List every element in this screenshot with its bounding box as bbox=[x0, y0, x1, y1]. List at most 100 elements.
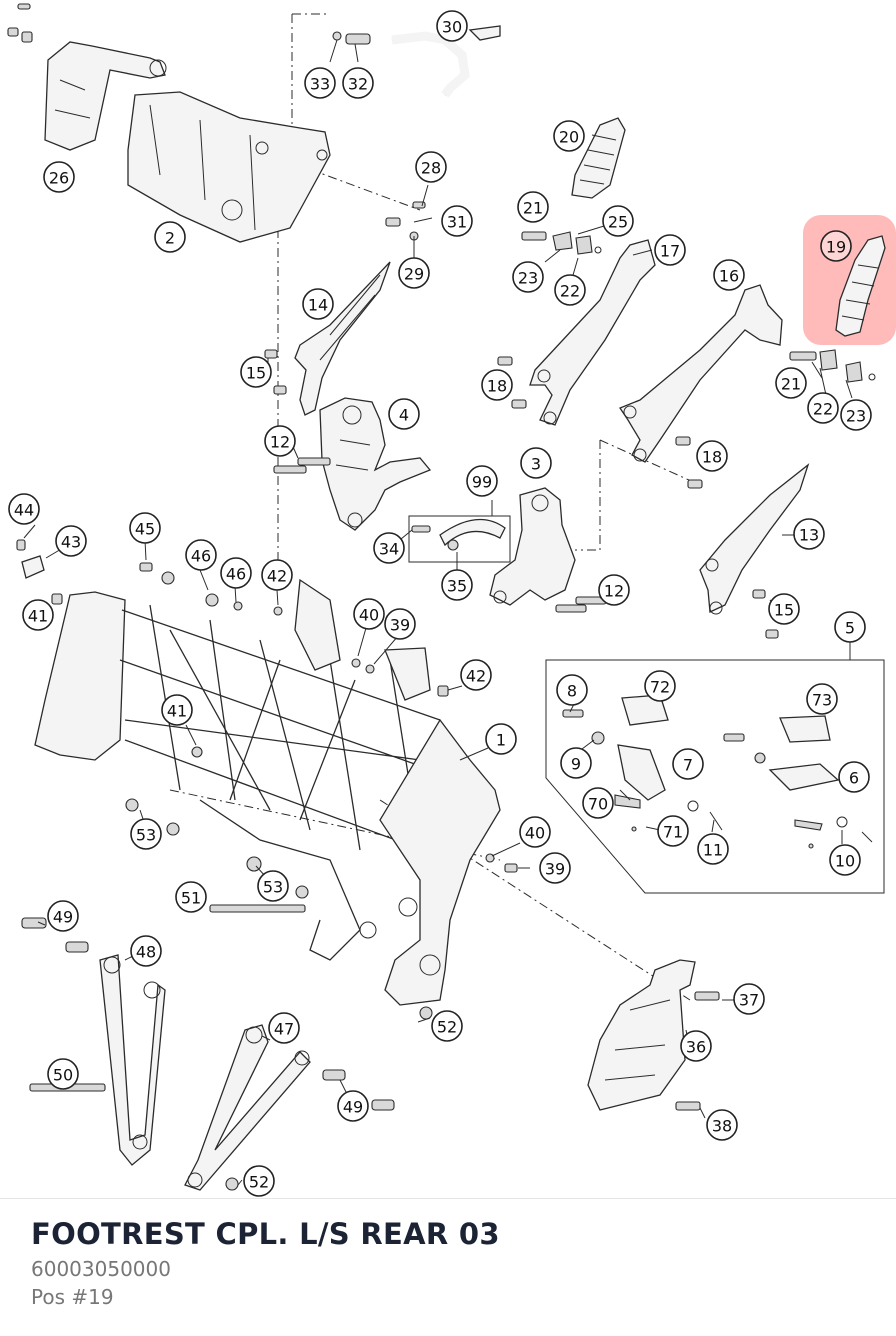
callout-35[interactable]: 35 bbox=[441, 569, 473, 601]
callout-4[interactable]: 4 bbox=[388, 398, 420, 430]
callout-73[interactable]: 73 bbox=[806, 683, 838, 715]
callout-12[interactable]: 12 bbox=[264, 425, 296, 457]
callout-49[interactable]: 49 bbox=[47, 900, 79, 932]
callout-23[interactable]: 23 bbox=[840, 399, 872, 431]
callout-36[interactable]: 36 bbox=[680, 1030, 712, 1062]
callout-label: 21 bbox=[781, 375, 801, 394]
callout-46[interactable]: 46 bbox=[220, 557, 252, 589]
part-kit-5[interactable] bbox=[545, 640, 885, 894]
callout-53[interactable]: 53 bbox=[257, 870, 289, 902]
part-footrest-bracket-17[interactable] bbox=[521, 231, 656, 426]
callout-49[interactable]: 49 bbox=[337, 1090, 369, 1122]
callout-11[interactable]: 11 bbox=[697, 833, 729, 865]
callout-45[interactable]: 45 bbox=[129, 512, 161, 544]
callout-circle bbox=[175, 881, 207, 913]
callout-41[interactable]: 41 bbox=[22, 599, 54, 631]
part-bracket-26[interactable] bbox=[7, 3, 167, 151]
callout-34[interactable]: 34 bbox=[373, 532, 405, 564]
part-kit-99[interactable] bbox=[408, 515, 511, 563]
callout-44[interactable]: 44 bbox=[8, 493, 40, 525]
part-link-48[interactable] bbox=[21, 904, 306, 1166]
callout-15[interactable]: 15 bbox=[768, 593, 800, 625]
callout-21[interactable]: 21 bbox=[517, 191, 549, 223]
part-title: FOOTREST CPL. L/S REAR 03 bbox=[31, 1217, 500, 1251]
callout-52[interactable]: 52 bbox=[243, 1165, 275, 1197]
callout-23[interactable]: 23 bbox=[512, 261, 544, 293]
callout-12[interactable]: 12 bbox=[598, 574, 630, 606]
callout-48[interactable]: 48 bbox=[130, 935, 162, 967]
callout-13[interactable]: 13 bbox=[793, 518, 825, 550]
callout-40[interactable]: 40 bbox=[353, 598, 385, 630]
callout-circle bbox=[807, 392, 839, 424]
part-link-47[interactable] bbox=[184, 1024, 395, 1191]
callout-1[interactable]: 1 bbox=[485, 723, 517, 755]
callout-label: 36 bbox=[686, 1038, 706, 1057]
callout-70[interactable]: 70 bbox=[582, 787, 614, 819]
callout-20[interactable]: 20 bbox=[553, 120, 585, 152]
callout-99[interactable]: 99 bbox=[466, 465, 498, 497]
callout-42[interactable]: 42 bbox=[460, 659, 492, 691]
part-footrest-rubber-20[interactable] bbox=[571, 117, 626, 199]
callout-9[interactable]: 9 bbox=[560, 747, 592, 779]
part-heel-guard-13[interactable] bbox=[699, 463, 810, 615]
callout-10[interactable]: 10 bbox=[829, 844, 861, 876]
callout-8[interactable]: 8 bbox=[556, 674, 588, 706]
callout-31[interactable]: 31 bbox=[441, 205, 473, 237]
callout-37[interactable]: 37 bbox=[733, 983, 765, 1015]
callout-2[interactable]: 2 bbox=[154, 221, 186, 253]
callout-22[interactable]: 22 bbox=[807, 392, 839, 424]
callout-38[interactable]: 38 bbox=[706, 1109, 738, 1141]
callout-6[interactable]: 6 bbox=[838, 761, 870, 793]
part-cover-36[interactable] bbox=[587, 959, 720, 1111]
part-bracket-4[interactable] bbox=[319, 397, 432, 531]
callout-28[interactable]: 28 bbox=[415, 151, 447, 183]
part-heel-guard-14[interactable] bbox=[294, 261, 391, 416]
callout-22[interactable]: 22 bbox=[554, 274, 586, 306]
callout-29[interactable]: 29 bbox=[398, 257, 430, 289]
callout-51[interactable]: 51 bbox=[175, 881, 207, 913]
callout-52[interactable]: 52 bbox=[431, 1010, 463, 1042]
callout-25[interactable]: 25 bbox=[602, 205, 634, 237]
callout-50[interactable]: 50 bbox=[47, 1058, 79, 1090]
callout-label: 16 bbox=[719, 267, 739, 286]
callout-3[interactable]: 3 bbox=[520, 447, 552, 479]
part-bracket-3[interactable] bbox=[489, 487, 576, 606]
callout-19[interactable]: 19 bbox=[820, 230, 852, 262]
callout-14[interactable]: 14 bbox=[302, 288, 334, 320]
callout-5[interactable]: 5 bbox=[834, 611, 866, 643]
callout-40[interactable]: 40 bbox=[519, 816, 551, 848]
callout-32[interactable]: 32 bbox=[342, 67, 374, 99]
callout-41[interactable]: 41 bbox=[161, 694, 193, 726]
callout-7[interactable]: 7 bbox=[672, 748, 704, 780]
callout-72[interactable]: 72 bbox=[644, 670, 676, 702]
callout-15[interactable]: 15 bbox=[240, 356, 272, 388]
callout-47[interactable]: 47 bbox=[268, 1012, 300, 1044]
part-number: 60003050000 bbox=[31, 1257, 171, 1281]
part-footrest-bracket-16[interactable] bbox=[619, 284, 876, 463]
callout-circle bbox=[185, 539, 217, 571]
callout-circle bbox=[264, 425, 296, 457]
part-footrest-19-highlighted[interactable] bbox=[803, 215, 896, 345]
callout-16[interactable]: 16 bbox=[713, 259, 745, 291]
exploded-parts-diagram: 3033322622831292021251719232216141518212… bbox=[7, 3, 896, 1197]
part-hose-30[interactable] bbox=[391, 25, 501, 98]
callout-42[interactable]: 42 bbox=[261, 559, 293, 591]
callout-18[interactable]: 18 bbox=[481, 369, 513, 401]
callout-21[interactable]: 21 bbox=[775, 367, 807, 399]
callout-26[interactable]: 26 bbox=[43, 161, 75, 193]
callout-label: 22 bbox=[560, 282, 580, 301]
part-main-frame-1[interactable] bbox=[34, 578, 501, 1006]
part-side-cover-2[interactable] bbox=[127, 91, 331, 243]
callout-46[interactable]: 46 bbox=[185, 539, 217, 571]
callout-39[interactable]: 39 bbox=[539, 852, 571, 884]
callout-circle bbox=[257, 870, 289, 902]
callout-17[interactable]: 17 bbox=[654, 234, 686, 266]
callout-43[interactable]: 43 bbox=[55, 525, 87, 557]
callout-53[interactable]: 53 bbox=[130, 818, 162, 850]
callout-71[interactable]: 71 bbox=[657, 815, 689, 847]
callout-33[interactable]: 33 bbox=[304, 67, 336, 99]
callout-39[interactable]: 39 bbox=[384, 608, 416, 640]
callout-30[interactable]: 30 bbox=[436, 10, 468, 42]
callout-18[interactable]: 18 bbox=[696, 440, 728, 472]
callout-circle bbox=[353, 598, 385, 630]
